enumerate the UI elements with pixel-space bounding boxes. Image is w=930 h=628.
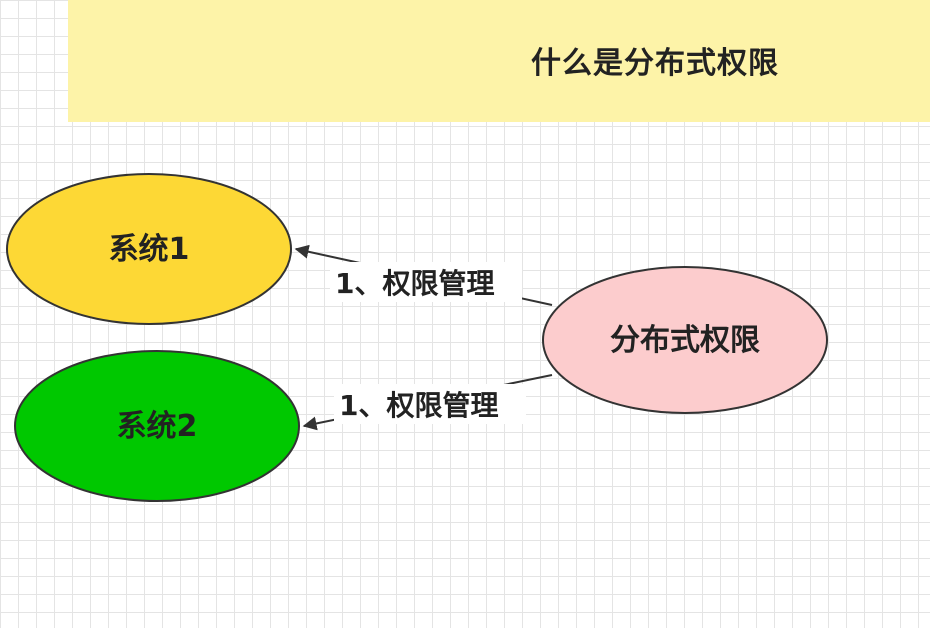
title-banner: [68, 0, 930, 122]
edge-label-2: 1、权限管理: [339, 389, 498, 422]
page-title: 什么是分布式权限: [531, 46, 779, 81]
edge-label-bg-1: [330, 262, 522, 302]
edge-distributed-to-system2: 1、权限管理: [302, 374, 553, 431]
node-distributed-shape: [542, 266, 828, 414]
edge-distributed-to-system1: 1、权限管理: [294, 244, 553, 306]
node-distributed-label: 分布式权限: [610, 323, 760, 358]
edge-label-1: 1、权限管理: [335, 267, 494, 300]
node-system2-label: 系统2: [117, 409, 198, 444]
node-system2-shape: [14, 350, 300, 502]
node-system1-label: 系统1: [109, 232, 190, 267]
node-system2: 系统2: [14, 350, 300, 502]
edge-label-bg-2: [334, 384, 526, 424]
node-system1-shape: [6, 173, 292, 325]
node-distributed: 分布式权限: [542, 266, 828, 414]
node-system1: 系统1: [6, 173, 292, 325]
